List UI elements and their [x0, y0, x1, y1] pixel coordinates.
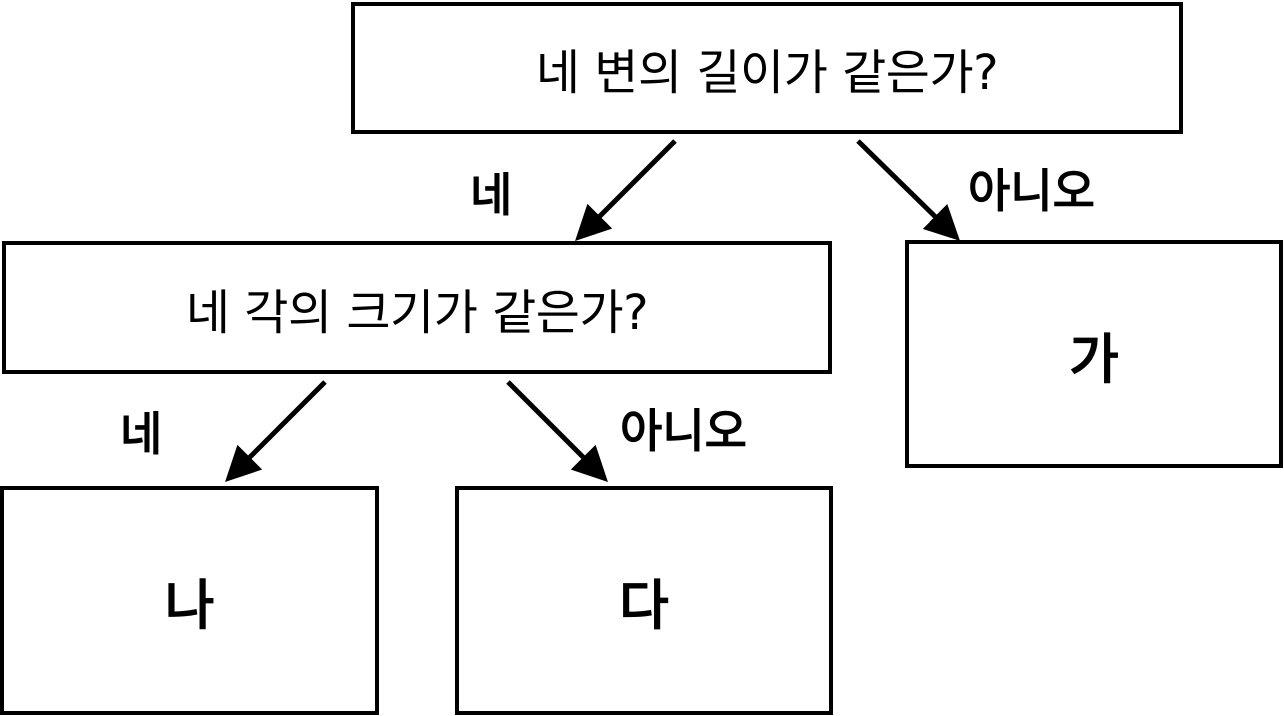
arrow-root-no	[856, 139, 961, 241]
result-a-text: 가	[1069, 327, 1119, 391]
arrow-sub-no	[506, 380, 608, 482]
sub-question-box: 네 각의 크기가 같은가?	[2, 241, 832, 374]
root-question-box: 네 변의 길이가 같은가?	[351, 2, 1183, 134]
result-box-b: 나	[0, 486, 379, 715]
root-question-text: 네 변의 길이가 같은가?	[535, 45, 999, 101]
edge-label-root-yes: 네	[470, 168, 513, 222]
edge-label-root-no: 아니오	[968, 164, 1095, 218]
sub-question-text: 네 각의 크기가 같은가?	[185, 284, 649, 341]
result-c-text: 다	[619, 574, 669, 637]
edge-label-sub-yes: 네	[120, 407, 163, 461]
result-b-text: 나	[164, 574, 215, 637]
edge-label-sub-no: 아니오	[620, 404, 747, 458]
arrow-root-yes	[575, 139, 677, 241]
result-box-a: 가	[905, 240, 1283, 468]
arrow-sub-yes	[225, 380, 327, 482]
result-box-c: 다	[455, 486, 833, 715]
